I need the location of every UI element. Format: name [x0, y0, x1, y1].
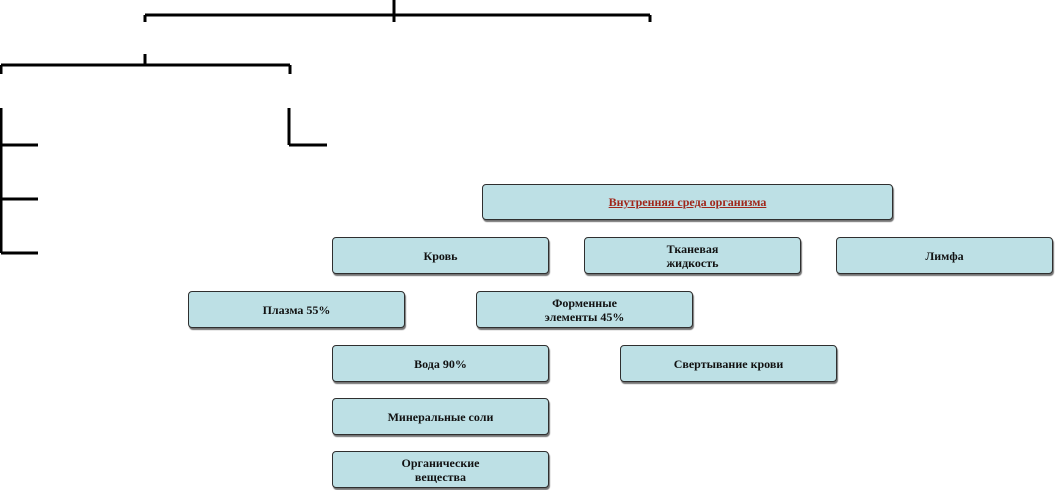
node-water: Вода 90%: [332, 345, 549, 382]
node-organic-substances: Органические вещества: [332, 451, 549, 488]
node-label: Минеральные соли: [387, 409, 494, 424]
node-label: Вода 90%: [414, 356, 467, 371]
node-label: Органические вещества: [401, 455, 480, 484]
node-label: Внутренняя среда организма: [608, 195, 767, 209]
node-formed-elements: Форменные элементы 45%: [476, 291, 693, 328]
node-label: Плазма 55%: [262, 302, 331, 317]
node-label: Лимфа: [925, 248, 964, 263]
node-plasma: Плазма 55%: [188, 291, 405, 328]
node-label: Форменные элементы 45%: [544, 295, 625, 324]
node-label: Свертывание крови: [673, 356, 784, 371]
node-blood: Кровь: [332, 237, 549, 274]
node-blood-clotting: Свертывание крови: [620, 345, 837, 382]
node-label: Кровь: [423, 248, 458, 263]
node-internal-environment: Внутренняя среда организма: [482, 184, 893, 220]
node-mineral-salts: Минеральные соли: [332, 398, 549, 435]
node-label: Тканевая жидкость: [666, 241, 719, 270]
node-tissue-fluid: Тканевая жидкость: [584, 237, 801, 274]
node-lymph: Лимфа: [836, 237, 1053, 274]
